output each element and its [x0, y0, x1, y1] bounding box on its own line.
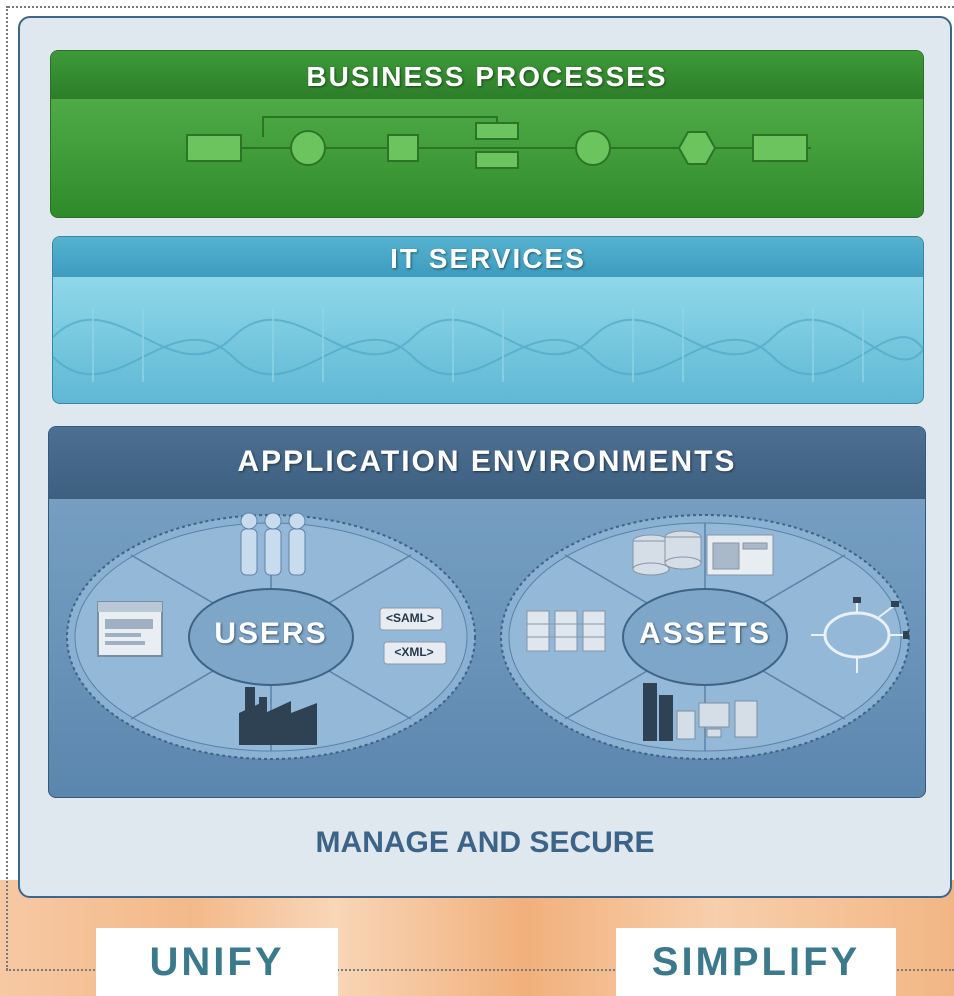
factory-icon: [239, 687, 317, 745]
browser-window-icon: [97, 601, 163, 657]
simplify-tag: SIMPLIFY: [616, 928, 896, 996]
dotted-border-left: [6, 6, 8, 970]
users-label: USERS: [214, 617, 328, 650]
business-processes-header: [51, 51, 923, 99]
people-icon: [240, 512, 306, 576]
application-environments-panel: APPLICATION ENVIRONMENTS USERS <SAML> <X…: [48, 426, 926, 798]
application-environments-title: APPLICATION ENVIRONMENTS: [237, 445, 737, 478]
application-environments-header: [49, 427, 925, 499]
xml-tag-label: <XML>: [394, 645, 434, 659]
process-flow-diagram: [186, 116, 811, 169]
business-processes-panel: BUSINESS PROCESSES: [50, 50, 924, 218]
xml-document-icon: [383, 641, 447, 665]
saml-document-icon: [379, 607, 443, 631]
network-cloud-icon: [811, 597, 909, 673]
dotted-border-top: [8, 6, 954, 8]
server-racks-icon: [526, 610, 606, 652]
it-services-title: IT SERVICES: [390, 243, 586, 274]
it-services-panel: IT SERVICES: [52, 236, 924, 404]
process-event-circle-2: [575, 130, 611, 166]
assets-wheel: [500, 514, 910, 760]
process-event-circle: [290, 130, 326, 166]
computers-icon: [643, 683, 758, 741]
manage-and-secure-label: MANAGE AND SECURE: [315, 826, 655, 859]
process-step-rect: [186, 134, 242, 162]
business-processes-title: BUSINESS PROCESSES: [306, 61, 668, 92]
users-wheel: [66, 514, 476, 760]
dotted-connector-line: [6, 969, 954, 971]
saml-tag-label: <SAML>: [385, 611, 434, 625]
assets-label: ASSETS: [638, 617, 772, 650]
dna-helix-pattern: [53, 307, 923, 382]
database-icon: [632, 530, 774, 576]
process-end-rect: [752, 134, 808, 162]
it-services-header: [53, 237, 923, 277]
process-task-square: [387, 134, 419, 162]
process-split-lower: [475, 151, 519, 169]
unify-tag: UNIFY: [96, 928, 338, 996]
process-gateway-hexagon: [677, 131, 717, 165]
process-split-upper: [475, 122, 519, 140]
